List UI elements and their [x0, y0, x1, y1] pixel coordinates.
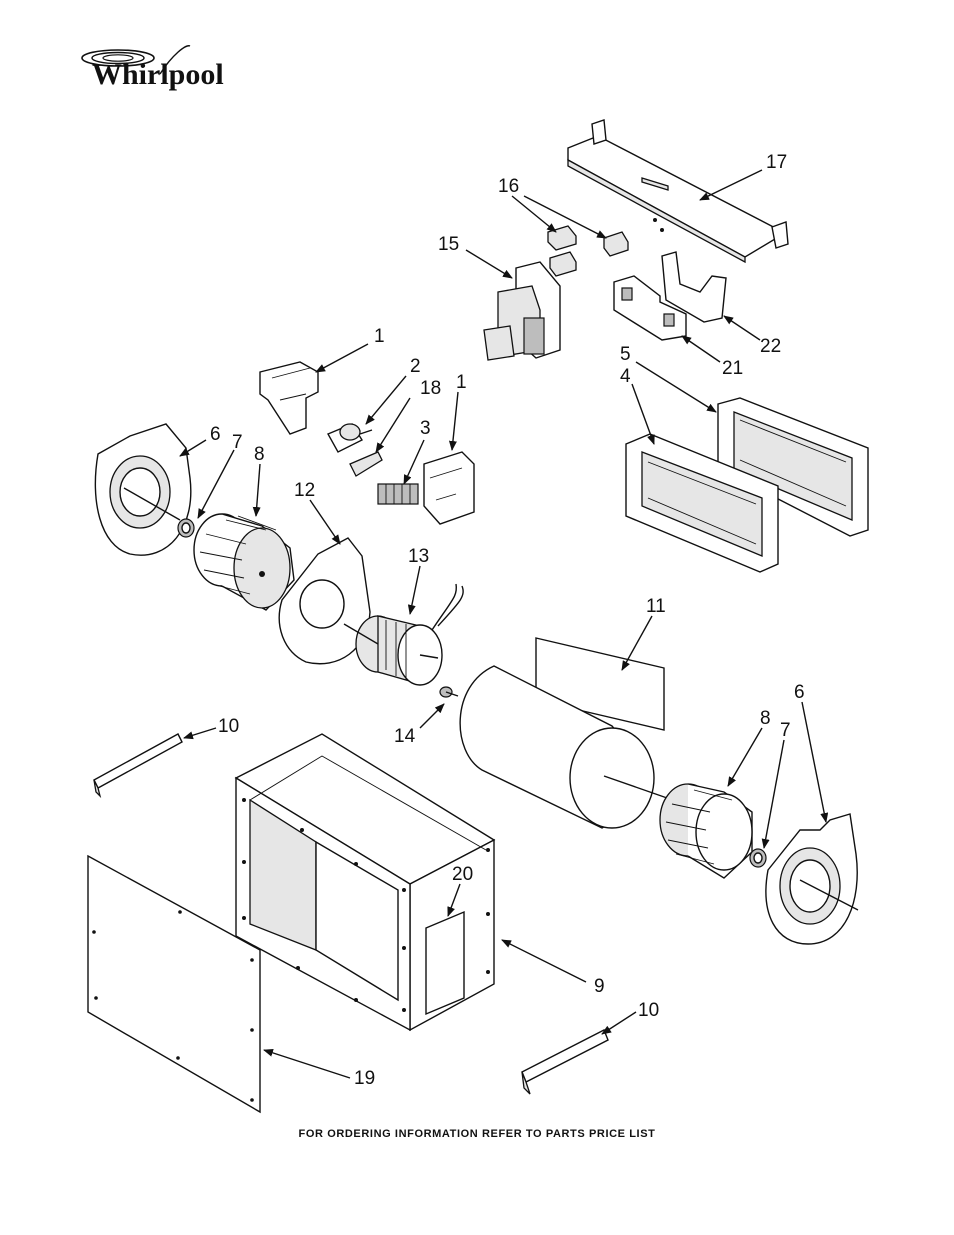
callout-15: 15	[438, 234, 459, 255]
callout-8-left: 8	[254, 444, 265, 465]
part-1-upper-bracket	[260, 362, 318, 434]
part-14-screw	[440, 687, 458, 697]
part-19-access-panel	[88, 856, 260, 1112]
brand-logo-text: Whirlpool	[92, 58, 224, 91]
part-2-capacitor	[328, 424, 372, 452]
part-11-housing-wrapper	[460, 638, 690, 828]
callout-22: 22	[760, 336, 781, 357]
callout-21: 21	[722, 358, 743, 379]
callout-7-left: 7	[232, 432, 243, 453]
part-8-right-blower-wheel	[660, 784, 752, 878]
callout-5: 5	[620, 344, 631, 365]
part-7-left-bushing	[178, 519, 194, 537]
callout-6-left: 6	[210, 424, 221, 445]
callout-3: 3	[420, 418, 431, 439]
callout-19: 19	[354, 1068, 375, 1089]
callout-10-lower: 10	[638, 1000, 659, 1021]
callout-6-right: 6	[794, 682, 805, 703]
callout-2: 2	[410, 356, 421, 377]
callout-17: 17	[766, 152, 787, 173]
callout-14: 14	[394, 726, 416, 747]
part-10-left-rail	[94, 734, 182, 796]
part-20-label-plate	[426, 912, 464, 1014]
part-18-clip	[350, 452, 382, 476]
callout-18: 18	[420, 378, 441, 399]
ordering-info-footer: FOR ORDERING INFORMATION REFER TO PARTS …	[0, 1128, 954, 1140]
callout-1-lower: 1	[456, 372, 467, 393]
callout-4: 4	[620, 366, 631, 387]
part-6-left-housing-side	[95, 424, 190, 555]
part-15-transformer	[484, 262, 560, 360]
callout-8-right: 8	[760, 708, 771, 729]
part-10-right-rail	[522, 1030, 608, 1094]
callout-9: 9	[594, 976, 605, 997]
callout-20: 20	[452, 864, 473, 885]
part-16-switches	[548, 226, 628, 276]
callout-13: 13	[408, 546, 429, 567]
whirlpool-logo: Whirlpool	[82, 46, 224, 91]
callout-12: 12	[294, 480, 315, 501]
part-17-top-bracket	[568, 120, 788, 262]
callout-16: 16	[498, 176, 519, 197]
part-7-right-bushing	[750, 849, 766, 867]
part-8-left-blower-wheel	[194, 514, 294, 610]
callout-7-right: 7	[780, 720, 791, 741]
callout-1-upper: 1	[374, 326, 385, 347]
part-6-right-housing-side	[766, 814, 858, 944]
part-3-terminal-block	[378, 484, 418, 504]
callout-10-upper: 10	[218, 716, 239, 737]
callout-11: 11	[646, 596, 666, 617]
part-1-control-box	[424, 452, 474, 524]
